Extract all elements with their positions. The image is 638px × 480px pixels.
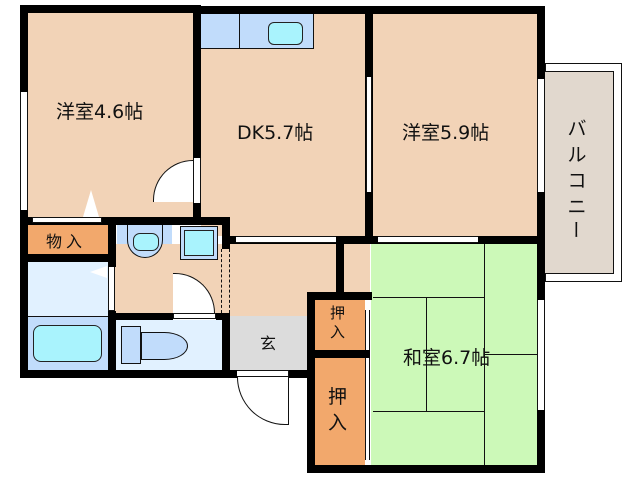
japanese-room-label: 和室6.7帖 <box>403 347 491 369</box>
wall <box>28 254 115 262</box>
balcony-char: ル <box>567 144 587 166</box>
dk-5-9-sliding-door[interactable] <box>366 77 372 192</box>
wall <box>222 217 230 249</box>
balcony-label: バ ル コ ニ ー <box>562 116 592 239</box>
entrance <box>230 316 308 370</box>
western-room-5-9-label: 洋室5.9帖 <box>402 122 490 144</box>
kitchen-sink-icon <box>268 22 303 45</box>
wall <box>222 313 230 373</box>
laundry-door-frame <box>108 265 115 311</box>
wall <box>307 292 372 300</box>
window-left[interactable] <box>20 92 28 210</box>
wall <box>193 13 201 223</box>
balcony <box>545 71 614 274</box>
wall <box>201 6 545 14</box>
tatami-line <box>373 297 484 298</box>
entrance-door[interactable] <box>236 370 289 377</box>
wall <box>289 370 308 378</box>
wall <box>537 6 545 473</box>
wall <box>20 5 201 13</box>
window-right-japanese[interactable] <box>537 300 545 410</box>
balcony-char: コ <box>567 170 587 192</box>
wall <box>28 217 230 225</box>
counter-divider <box>239 13 240 49</box>
closet-upper <box>315 300 365 350</box>
wall <box>108 311 116 371</box>
closet-lower-char: 押 <box>328 386 348 408</box>
room-5-9-sliding-door[interactable] <box>378 236 478 243</box>
western-room-5-9 <box>373 13 538 236</box>
door-arrow-icon <box>83 190 99 217</box>
entrance-door-swing <box>237 377 289 425</box>
toilet-door <box>173 313 216 319</box>
door-frame <box>193 158 201 203</box>
wall <box>336 244 344 300</box>
balcony-char: ニ <box>567 196 587 218</box>
tatami-line <box>484 354 538 355</box>
balcony-char: バ <box>567 118 587 140</box>
wall <box>307 465 545 473</box>
closet-lower-label: 押 入 <box>328 384 347 436</box>
tatami-line <box>426 297 427 411</box>
closet-upper-char: 押 <box>330 304 346 322</box>
wall <box>307 292 315 473</box>
dining-kitchen-label: DK5.7帖 <box>237 122 314 144</box>
closet-lower-char: 入 <box>328 412 348 434</box>
western-room-4-6-label: 洋室4.6帖 <box>56 101 144 123</box>
entrance-label: 玄 <box>260 334 277 353</box>
toilet-tank-icon <box>121 326 141 364</box>
wall <box>108 313 173 320</box>
laundry-door-icon <box>90 266 107 278</box>
window-right-5-9[interactable] <box>537 79 545 192</box>
closet-door[interactable] <box>32 217 102 223</box>
wall <box>108 217 116 267</box>
dk-sliding-door[interactable] <box>236 236 336 243</box>
storage-closet <box>28 225 108 255</box>
toilet-bowl-icon <box>141 332 188 360</box>
bathtub-icon <box>33 325 102 362</box>
tatami-line <box>373 411 484 412</box>
dining-kitchen <box>201 13 366 236</box>
washing-machine-icon <box>184 230 214 256</box>
balcony-char: ー <box>564 220 586 239</box>
closet-lower <box>315 358 365 465</box>
washbasin-icon <box>133 233 159 251</box>
closet-upper-label: 押 入 <box>330 304 345 342</box>
storage-label: 物入 <box>46 232 87 251</box>
closet-upper-char: 入 <box>330 323 346 341</box>
closet-sliding-door[interactable] <box>365 310 370 460</box>
wall <box>315 350 370 358</box>
wall <box>20 370 237 378</box>
washroom-opening <box>221 249 230 313</box>
